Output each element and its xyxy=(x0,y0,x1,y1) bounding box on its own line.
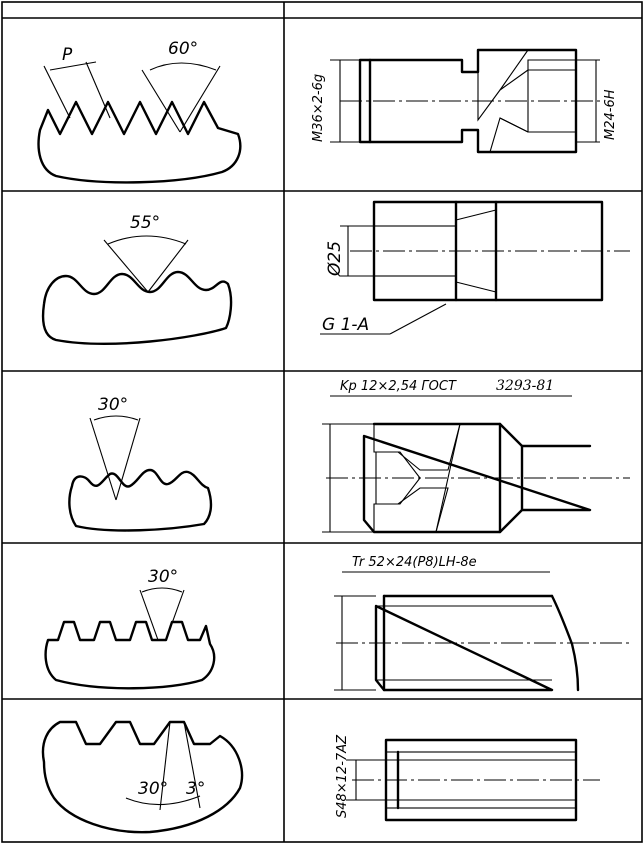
diameter-label: Ø25 xyxy=(325,241,345,277)
inner-thread-label: M24-6H xyxy=(603,89,618,140)
angle-label: 3° xyxy=(186,779,205,799)
round-profile: 30° xyxy=(68,395,213,532)
metric-profile: P 60° xyxy=(37,39,242,184)
thread-designation-label: S48×12-7AZ xyxy=(335,734,350,818)
row-pipe-thread: 55° Ø25 G 1-A xyxy=(41,200,630,345)
thread-designation-label: G 1-A xyxy=(322,315,369,335)
metric-assembly-drawing: M36×2-6g M24-6H xyxy=(311,48,618,154)
standard-number-label: 3293-81 xyxy=(496,378,554,394)
thread-designation-label: Tr 52×24(P8)LH-8e xyxy=(352,555,477,570)
buttress-drawing: S48×12-7AZ xyxy=(335,734,600,822)
angle-label: 55° xyxy=(130,213,160,233)
outer-thread-label: M36×2-6g xyxy=(311,74,326,142)
pipe-profile: 55° xyxy=(41,213,233,345)
row-metric-thread: P 60° M36×2-6g M24-6H xyxy=(37,39,618,184)
row-trapezoidal-thread: 30° Tr 52×24(P8)LH-8e xyxy=(44,555,630,692)
angle-label: 60° xyxy=(168,39,198,59)
angle-label: 30° xyxy=(148,567,178,587)
round-thread-drawing: Kp 12×2,54 ГОСТ 3293-81 xyxy=(322,378,630,534)
angle-label: 30° xyxy=(98,395,128,415)
buttress-profile: 30° 3° xyxy=(41,720,244,834)
trapezoidal-drawing: Tr 52×24(P8)LH-8e xyxy=(334,555,630,692)
row-buttress-thread: 30° 3° S48×12-7AZ xyxy=(41,720,600,834)
pipe-drawing: Ø25 G 1-A xyxy=(320,200,630,335)
row-round-thread: 30° Kp 12×2,54 ГОСТ 3293-81 xyxy=(68,378,630,534)
thread-designation-label: Kp 12×2,54 ГОСТ xyxy=(340,379,457,394)
pitch-label: P xyxy=(62,45,73,65)
angle-label: 30° xyxy=(138,779,168,799)
trapezoidal-profile: 30° xyxy=(44,567,216,690)
